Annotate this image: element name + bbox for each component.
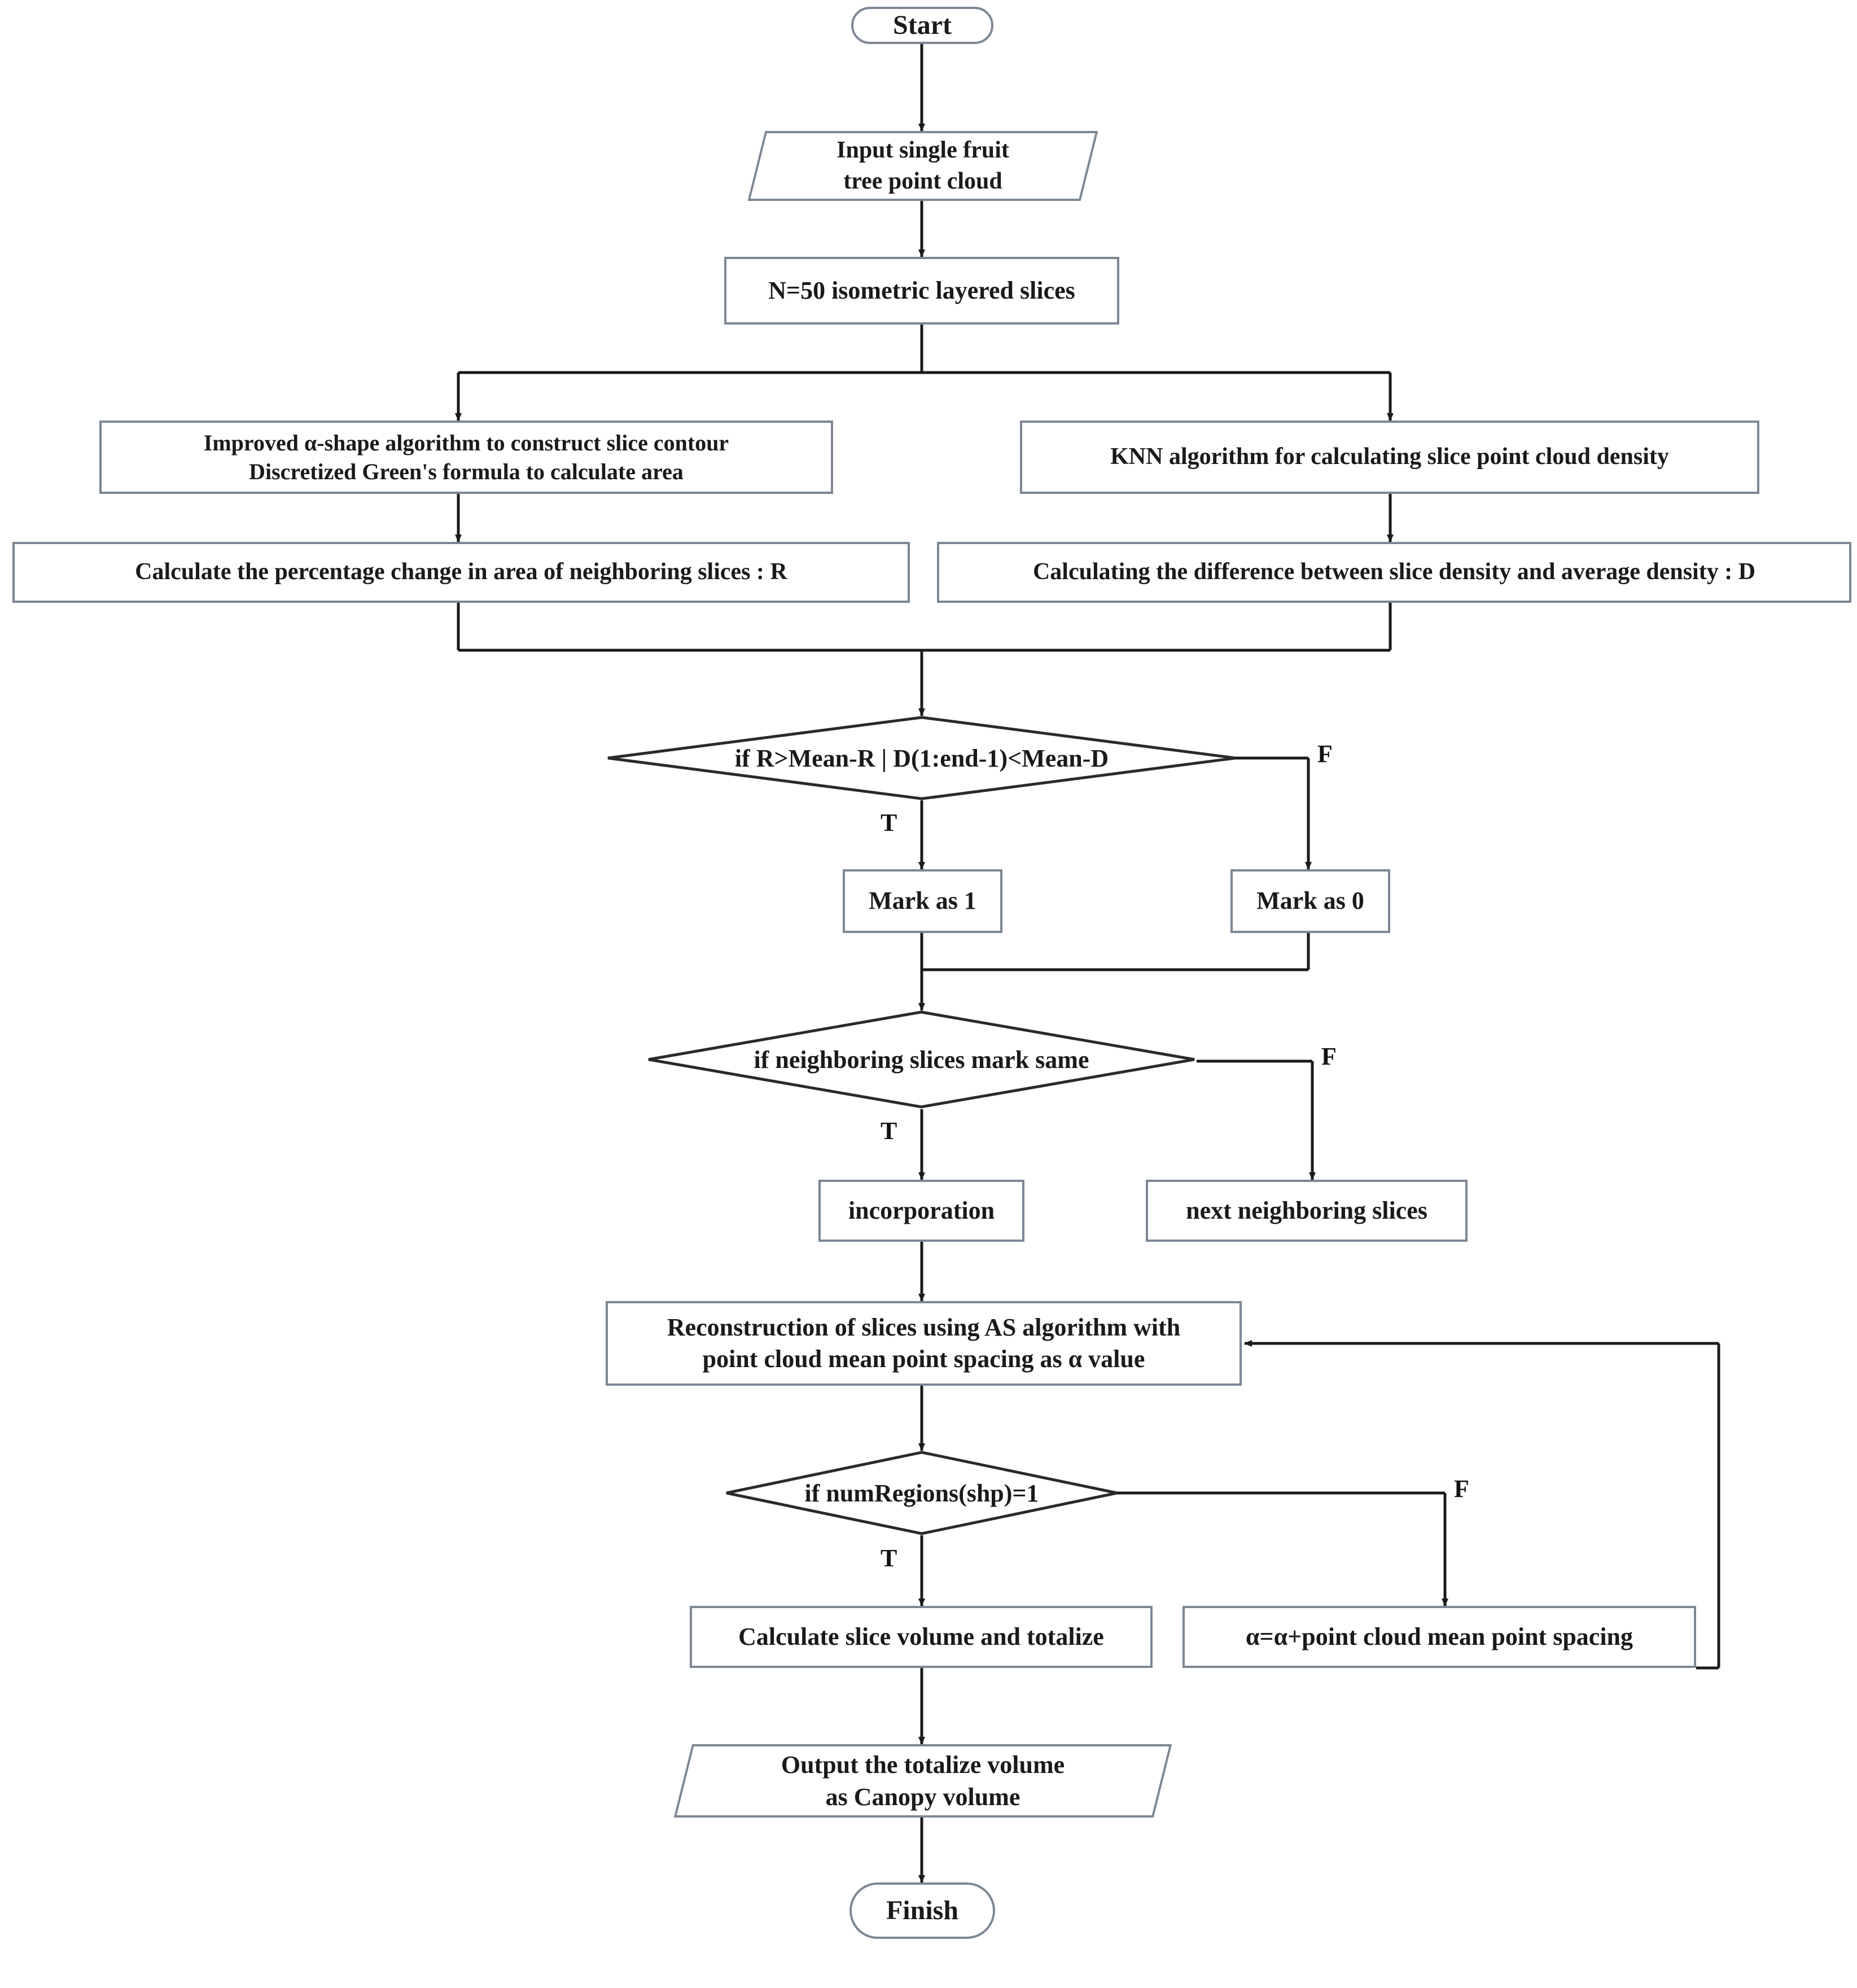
node-input-label-line2: tree point cloud	[843, 168, 1002, 194]
node-volume-label: Calculate slice volume and totalize	[738, 1622, 1104, 1650]
node-mark-as-1[interactable]: Mark as 1	[843, 869, 1002, 933]
node-output[interactable]: Output the totalize volume as Canopy vol…	[673, 1744, 1172, 1818]
node-input-label-line1: Input single fruit	[836, 137, 1009, 164]
node-finish-label: Finish	[886, 1895, 959, 1926]
edge-label-regions-false: F	[1454, 1475, 1469, 1503]
node-reconstruction[interactable]: Reconstruction of slices using AS algori…	[606, 1301, 1242, 1386]
node-reconstruction-label: Reconstruction of slices using AS algori…	[608, 1312, 1240, 1376]
node-alpha-shape-line2: Discretized Green's formula to calculate…	[249, 459, 684, 484]
node-slices-label: N=50 isometric layered slices	[768, 276, 1075, 304]
node-alpha-increment[interactable]: α=α+point cloud mean point spacing	[1182, 1606, 1696, 1668]
edge-label-rd-false: F	[1317, 740, 1333, 768]
edge-label-regions-true: T	[881, 1544, 897, 1572]
node-input-label: Input single fruit tree point cloud	[836, 135, 1009, 196]
node-reconstruction-line2: point cloud mean point spacing as α valu…	[702, 1345, 1145, 1373]
node-area-change-label: Calculate the percentage change in area …	[135, 559, 787, 585]
node-alpha-shape[interactable]: Improved α-shape algorithm to construct …	[99, 421, 833, 494]
node-decision-regions[interactable]: if numRegions(shp)=1	[724, 1451, 1119, 1535]
node-mark-as-1-label: Mark as 1	[869, 887, 976, 915]
node-start-label: Start	[893, 10, 952, 41]
node-density-diff[interactable]: Calculating the difference between slice…	[937, 542, 1851, 603]
node-decision-rd[interactable]: if R>Mean-R | D(1:end-1)<Mean-D	[606, 716, 1238, 800]
node-alpha-shape-label: Improved α-shape algorithm to construct …	[102, 428, 831, 486]
node-volume[interactable]: Calculate slice volume and totalize	[690, 1606, 1153, 1668]
edge-label-same-true: T	[881, 1117, 897, 1145]
node-incorporation-label: incorporation	[848, 1196, 995, 1224]
node-decision-regions-label: if numRegions(shp)=1	[804, 1479, 1039, 1507]
node-start[interactable]: Start	[851, 7, 993, 44]
node-output-line1: Output the totalize volume	[781, 1750, 1065, 1779]
node-decision-same[interactable]: if neighboring slices mark same	[646, 1010, 1197, 1109]
node-decision-rd-label: if R>Mean-R | D(1:end-1)<Mean-D	[734, 744, 1109, 772]
node-knn-label: KNN algorithm for calculating slice poin…	[1110, 444, 1669, 470]
node-output-label: Output the totalize volume as Canopy vol…	[781, 1749, 1065, 1813]
node-density-diff-label: Calculating the difference between slice…	[1032, 559, 1756, 585]
node-slices[interactable]: N=50 isometric layered slices	[724, 257, 1119, 325]
node-next-slices[interactable]: next neighboring slices	[1146, 1180, 1468, 1242]
node-incorporation[interactable]: incorporation	[818, 1180, 1024, 1242]
node-finish[interactable]: Finish	[849, 1882, 995, 1939]
node-knn[interactable]: KNN algorithm for calculating slice poin…	[1020, 421, 1759, 494]
node-mark-as-0[interactable]: Mark as 0	[1230, 869, 1390, 933]
node-reconstruction-line1: Reconstruction of slices using AS algori…	[667, 1313, 1181, 1341]
node-input[interactable]: Input single fruit tree point cloud	[747, 131, 1098, 201]
edge-label-rd-true: T	[881, 809, 897, 837]
node-next-slices-label: next neighboring slices	[1186, 1196, 1427, 1224]
node-area-change[interactable]: Calculate the percentage change in area …	[12, 542, 910, 603]
node-alpha-shape-line1: Improved α-shape algorithm to construct …	[203, 430, 729, 456]
node-mark-as-0-label: Mark as 0	[1256, 887, 1364, 915]
node-output-line2: as Canopy volume	[825, 1783, 1021, 1811]
edge-label-same-false: F	[1321, 1043, 1337, 1070]
node-decision-same-label: if neighboring slices mark same	[754, 1046, 1089, 1074]
node-alpha-increment-label: α=α+point cloud mean point spacing	[1245, 1622, 1633, 1650]
